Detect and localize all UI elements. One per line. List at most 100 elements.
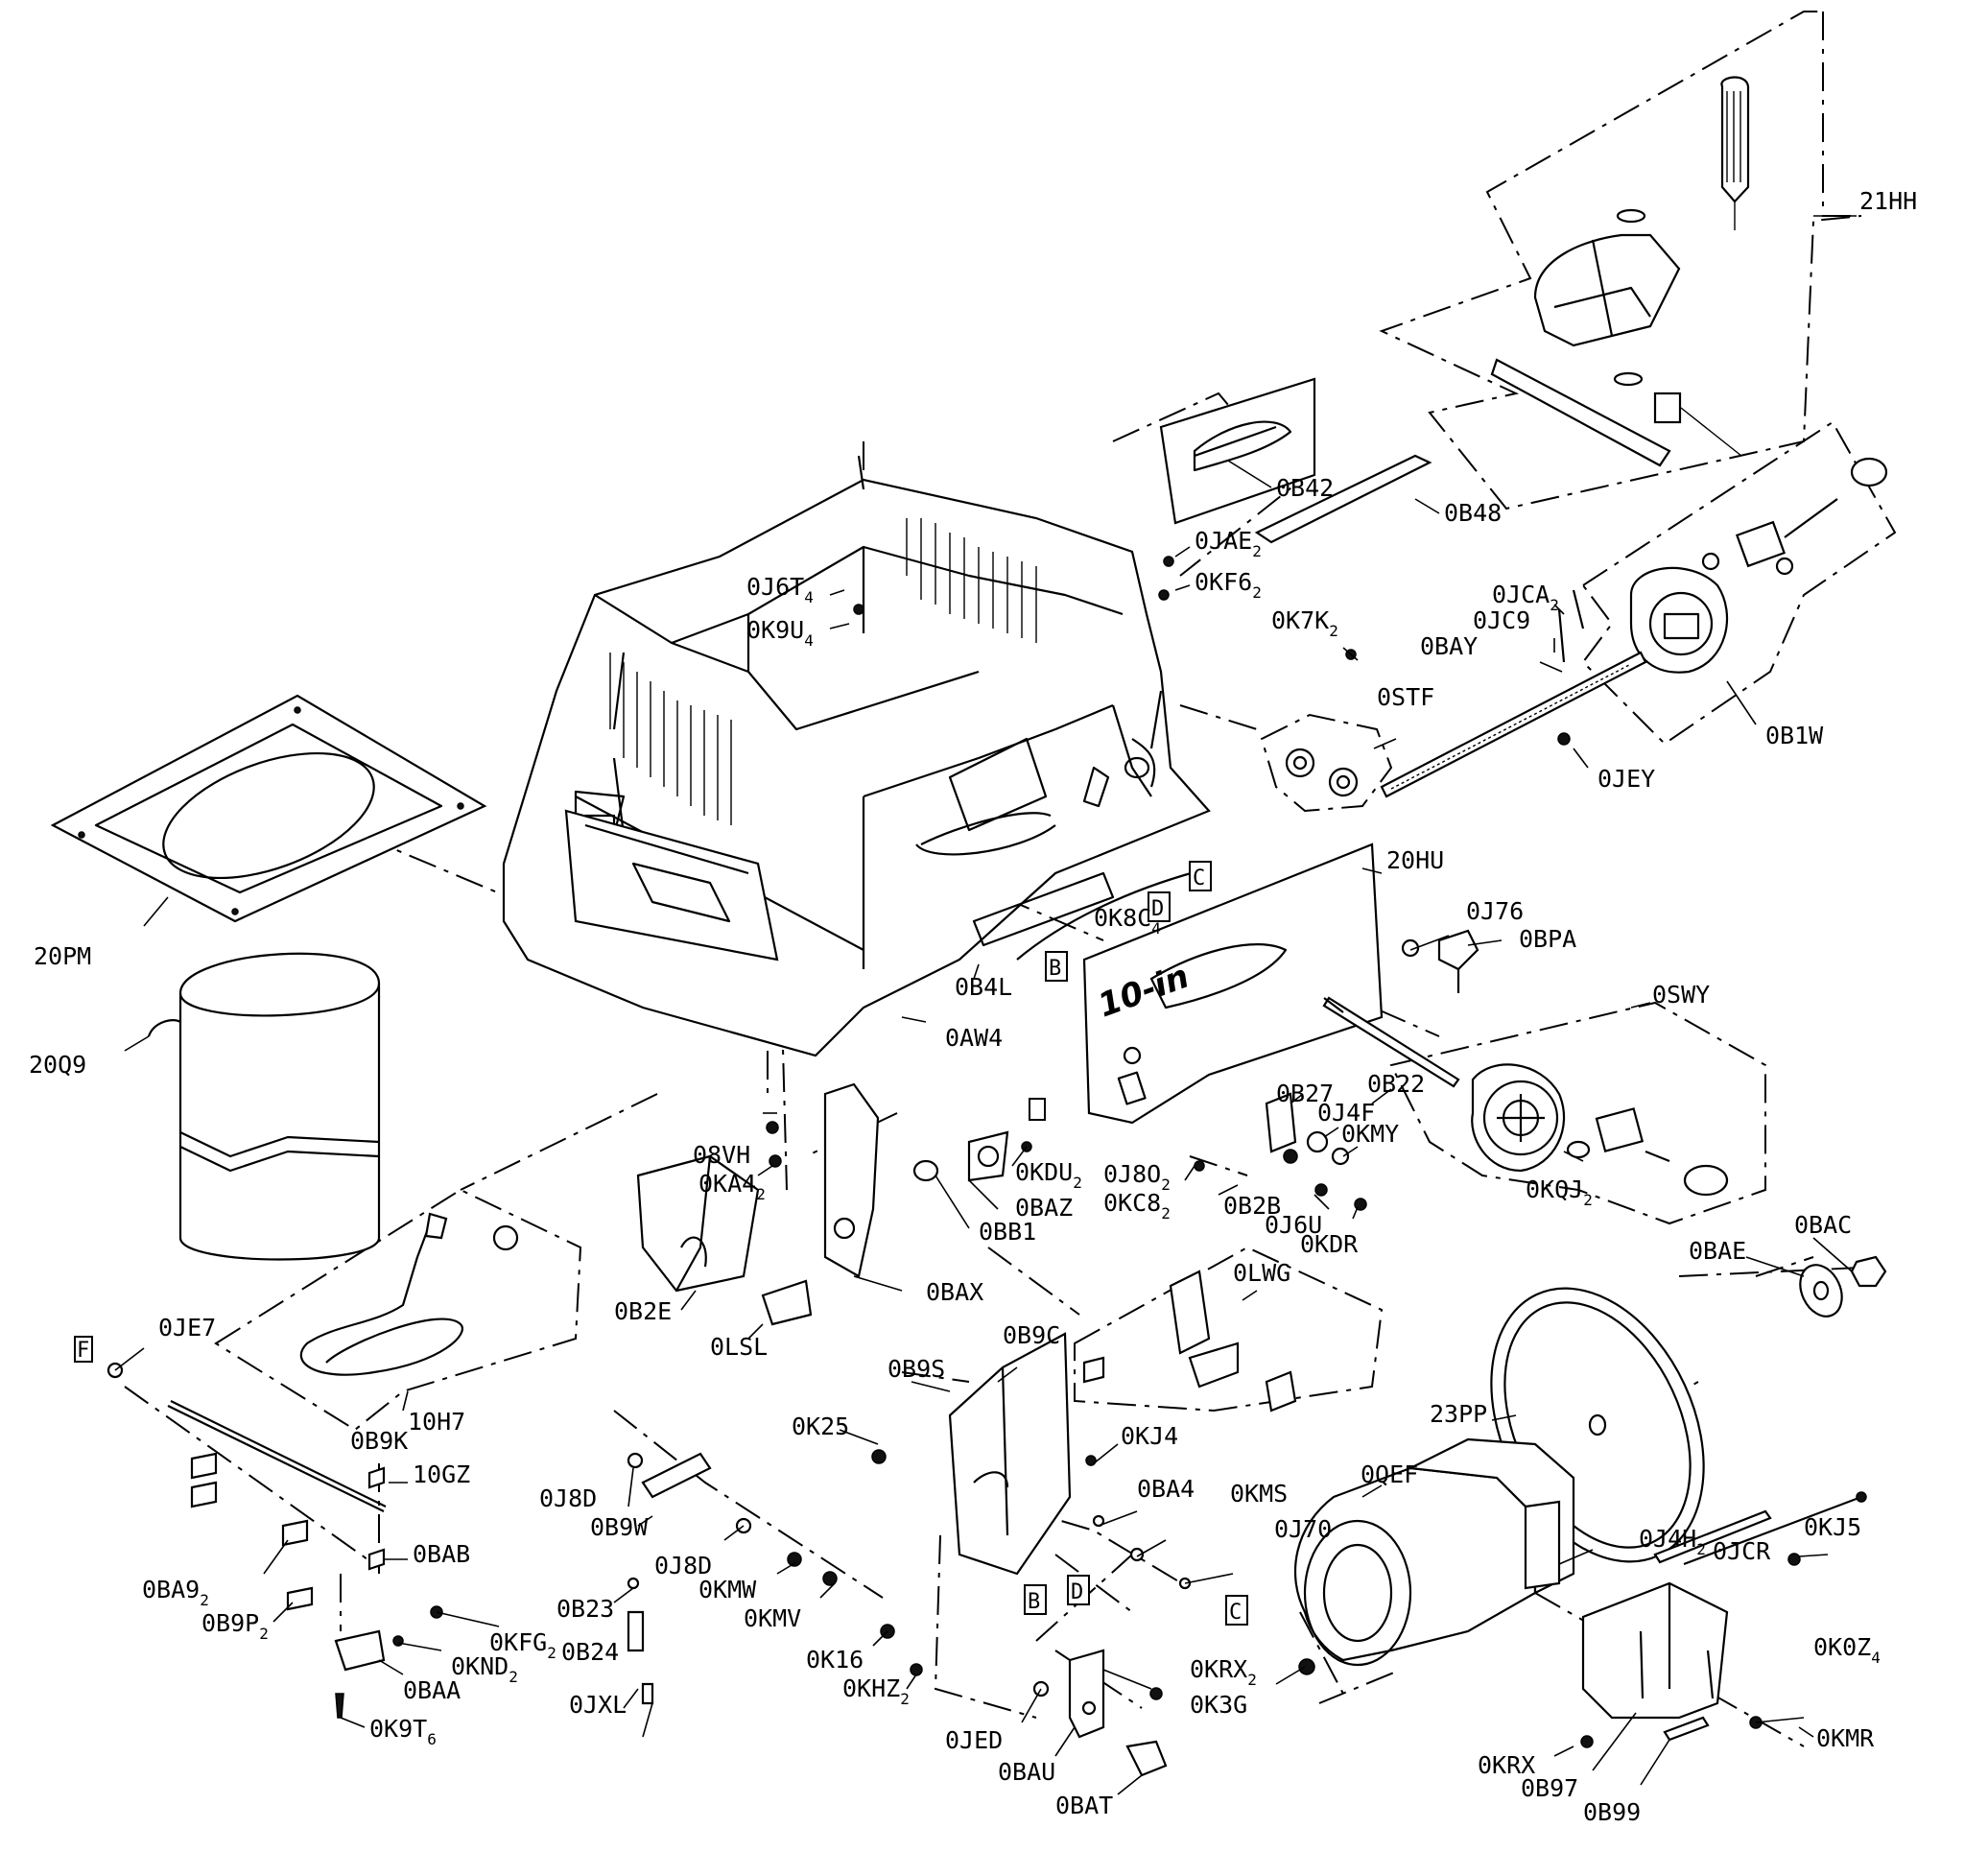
callout-0B9S: 0B9S (888, 1355, 945, 1383)
ref-box-d-bottom: D (1067, 1575, 1090, 1605)
callout-0K9U: 0K9U4 (746, 616, 814, 650)
tilt-lock-knob (1401, 929, 1479, 993)
callout-0B23: 0B23 (556, 1595, 614, 1623)
callout-0J8D-a: 0J8D (539, 1484, 597, 1512)
callout-0J8D-b: 0J8D (654, 1552, 712, 1579)
callout-0BPA: 0BPA (1519, 925, 1576, 953)
leader-lines (114, 215, 1857, 1795)
callout-0BAX: 0BAX (926, 1278, 983, 1306)
miter-gauge-assembly (1490, 76, 1750, 467)
callout-0KMV: 0KMV (744, 1604, 801, 1632)
callout-0JCR: 0JCR (1713, 1537, 1771, 1565)
callout-0BAU: 0BAU (998, 1758, 1055, 1786)
callout-0JAE: 0JAE2 (1195, 527, 1262, 560)
callout-0SWY: 0SWY (1652, 981, 1710, 1009)
callout-0KDU: 0KDU2 (1015, 1158, 1082, 1192)
callout-0BAB: 0BAB (413, 1540, 470, 1568)
blade-height-handwheel (1322, 996, 1729, 1197)
callout-0K8C: 0K8C4 (1094, 904, 1161, 938)
callout-0J6T: 0J6T4 (746, 573, 814, 606)
ref-box-f: F (74, 1336, 93, 1363)
callout-0KND: 0KND2 (451, 1652, 518, 1686)
callout-0LSL: 0LSL (710, 1333, 768, 1361)
callout-0BAC: 0BAC (1794, 1211, 1852, 1239)
callout-0B4L: 0B4L (955, 973, 1012, 1001)
callout-0BAZ: 0BAZ (1015, 1194, 1073, 1222)
callout-0J76: 0J76 (1466, 897, 1524, 925)
callout-0KJ4: 0KJ4 (1121, 1422, 1178, 1450)
callout-0B27: 0B27 (1276, 1080, 1334, 1107)
svg-text:B: B (1049, 957, 1061, 981)
callout-0B99: 0B99 (1583, 1798, 1641, 1826)
callout-0J4H: 0J4H2 (1639, 1525, 1706, 1558)
callout-0B42: 0B42 (1276, 474, 1334, 502)
callout-0JED: 0JED (945, 1726, 1003, 1754)
dust-port-plate (50, 694, 487, 923)
callout-0BB1: 0BB1 (979, 1218, 1036, 1246)
callout-0LWG: 0LWG (1233, 1259, 1290, 1287)
cabinet-ribs-back (906, 518, 1037, 643)
callout-0B2E: 0B2E (614, 1297, 672, 1325)
callout-0B9K: 0B9K (350, 1427, 408, 1455)
callout-0KF6: 0KF62 (1195, 568, 1262, 602)
callout-0KMW: 0KMW (698, 1576, 757, 1603)
callout-0K7K: 0K7K2 (1271, 606, 1338, 640)
callout-20PM: 20PM (34, 942, 91, 970)
callout-0JXL: 0JXL (569, 1691, 627, 1719)
arbor-bracket (871, 1332, 1192, 1676)
callout-0KRX-2: 0KRX2 (1190, 1655, 1257, 1689)
svg-text:F: F (77, 1339, 89, 1363)
callout-0BAY: 0BAY (1420, 632, 1478, 660)
throat-plate (1159, 377, 1316, 525)
callout-10H7: 10H7 (408, 1408, 465, 1436)
callout-0KJ5: 0KJ5 (1804, 1513, 1861, 1541)
svg-text:D: D (1151, 897, 1164, 921)
ref-box-c-bottom: C (1225, 1595, 1248, 1626)
callout-0KFG: 0KFG2 (489, 1628, 556, 1662)
cabinet-base (502, 455, 1211, 1057)
callout-21HH: 21HH (1859, 187, 1917, 215)
svg-text:C: C (1193, 867, 1205, 890)
callout-0JC9: 0JC9 (1473, 606, 1530, 634)
dust-bag (147, 952, 381, 1261)
callout-0B24: 0B24 (561, 1638, 619, 1666)
callout-0JCA: 0JCA2 (1492, 581, 1559, 614)
pointer-bracket (1265, 1092, 1367, 1211)
callout-0KQJ: 0KQJ2 (1526, 1175, 1593, 1209)
callout-0KMY: 0KMY (1341, 1120, 1399, 1148)
blade-washer-nut (1799, 1255, 1887, 1318)
callout-0QEF: 0QEF (1361, 1460, 1418, 1488)
callout-0BAT: 0BAT (1055, 1792, 1113, 1819)
motor-mount-clamp (1032, 1649, 1168, 1777)
callout-0KRX: 0KRX (1478, 1751, 1535, 1779)
callout-0K16: 0K16 (806, 1646, 864, 1674)
callout-0AW4: 0AW4 (945, 1024, 1003, 1052)
callout-0JEY: 0JEY (1598, 765, 1655, 793)
callout-10GZ: 10GZ (413, 1460, 470, 1488)
callout-0KMR: 0KMR (1816, 1724, 1875, 1752)
saw-motor (1293, 1437, 1575, 1667)
callout-20Q9: 20Q9 (29, 1051, 86, 1079)
callout-0K25: 0K25 (792, 1413, 849, 1440)
callout-0B97: 0B97 (1521, 1774, 1578, 1802)
callout-0J70: 0J70 (1274, 1515, 1332, 1543)
callout-0BA4: 0BA4 (1137, 1475, 1195, 1503)
callout-0KDR: 0KDR (1300, 1230, 1359, 1258)
callout-0JE7: 0JE7 (158, 1314, 216, 1342)
elevation-gear (1285, 748, 1359, 797)
ref-box-d-top: D (1148, 891, 1171, 922)
ref-box-b-bottom: B (1024, 1584, 1047, 1615)
callout-20HU: 20HU (1386, 846, 1444, 874)
callout-0K3G: 0K3G (1190, 1691, 1247, 1719)
ref-box-c-top: C (1189, 861, 1212, 891)
callout-0J4F: 0J4F (1317, 1099, 1375, 1127)
callout-0KA4: 0KA42 (698, 1170, 766, 1203)
svg-text:B: B (1028, 1590, 1040, 1614)
rip-fence-shaft (74, 1336, 443, 1719)
callout-08VH: 08VH (693, 1141, 750, 1169)
power-cord (299, 1212, 519, 1376)
callout-0BA9: 0BA92 (142, 1576, 209, 1609)
callout-0KHZ: 0KHZ2 (842, 1674, 910, 1708)
callout-0K0Z: 0K0Z4 (1813, 1633, 1881, 1667)
